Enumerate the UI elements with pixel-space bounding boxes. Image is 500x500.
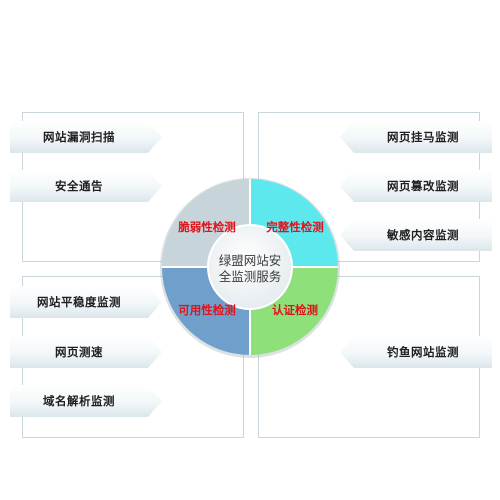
center-title-line2: 全监测服务: [218, 269, 282, 284]
tag-webpage-tamper-monitoring: 网页篡改监测: [340, 170, 492, 202]
tag-page-speed-test: 网页测速: [10, 336, 162, 368]
tag-website-stability-monitoring: 网站平稳度监测: [10, 286, 162, 318]
tag-webpage-trojan-monitoring: 网页挂马监测: [340, 121, 492, 153]
label-vulnerability-detection: 脆弱性检测: [178, 220, 236, 234]
tag-dns-resolution-monitoring: 域名解析监测: [10, 385, 162, 417]
label-authentication-detection: 认证检测: [272, 303, 318, 317]
tag-website-vulnerability-scan: 网站漏洞扫描: [10, 121, 162, 153]
center-title-line1: 绿盟网站安: [218, 253, 282, 268]
tag-security-advisory: 安全通告: [10, 170, 162, 202]
center-title: 绿盟网站安 全监测服务: [212, 253, 288, 285]
tag-phishing-site-monitoring: 钓鱼网站监测: [340, 336, 492, 368]
center-hub: [207, 224, 293, 310]
tag-sensitive-content-monitoring: 敏感内容监测: [340, 219, 492, 251]
label-availability-detection: 可用性检测: [178, 303, 236, 317]
label-integrity-detection: 完整性检测: [266, 220, 324, 234]
